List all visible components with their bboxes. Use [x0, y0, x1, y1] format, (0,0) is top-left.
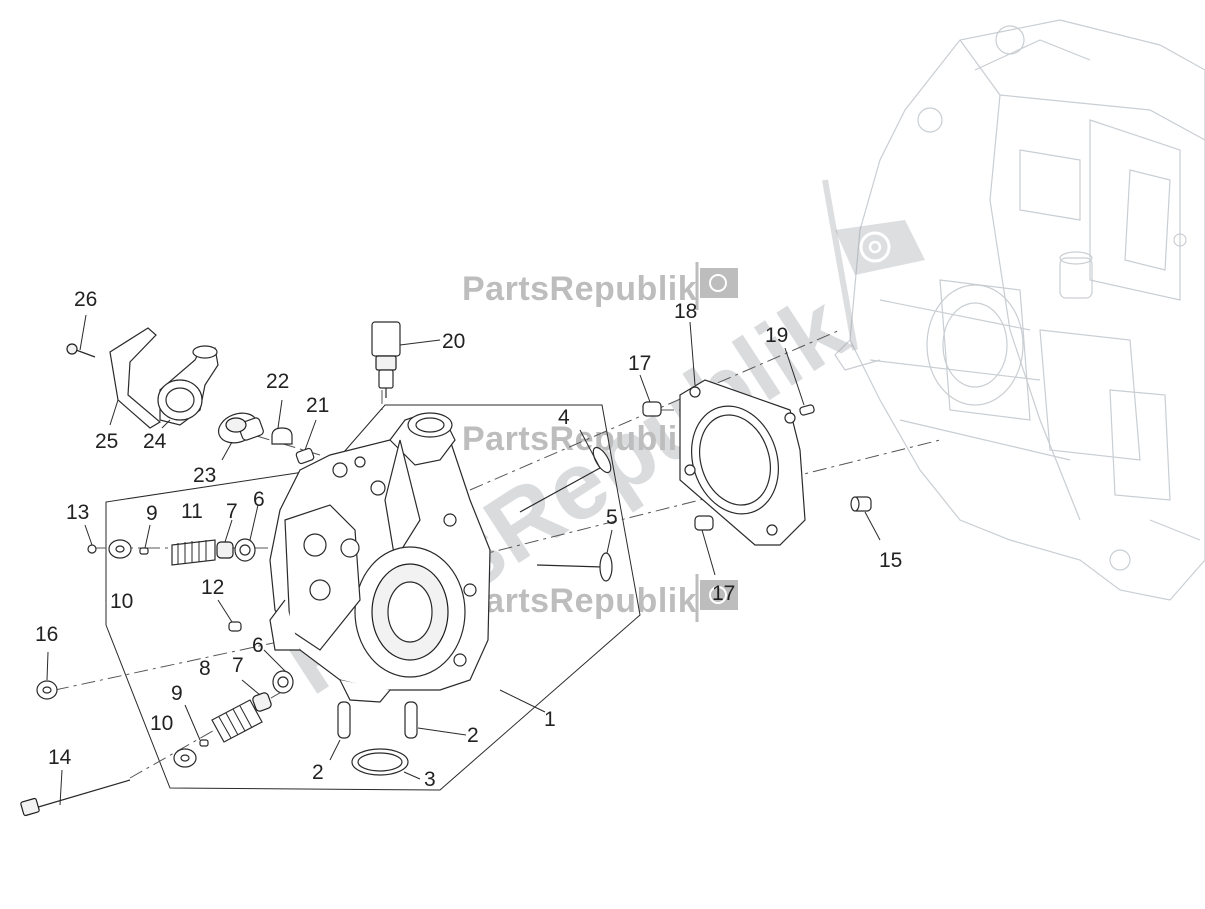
- thermostat-cover: [157, 345, 219, 426]
- engine-block-outline: [834, 19, 1205, 601]
- callout-12: 12: [201, 576, 224, 599]
- gear-flag-icon: [695, 262, 738, 310]
- callout-3: 3: [424, 768, 436, 791]
- callout-8: 8: [199, 657, 211, 680]
- cylinder-head: [269, 412, 491, 703]
- stud-bolt: [20, 779, 131, 817]
- thermostat: [218, 412, 264, 444]
- flange-nut: [36, 680, 58, 700]
- spring-retainer-upper: [108, 539, 132, 559]
- watermark-label-bottom: PartsRepublik: [462, 574, 738, 622]
- watermark-text: PartsRepublik: [462, 420, 697, 458]
- callout-23: 23: [193, 464, 216, 487]
- leader-lines: [46, 314, 881, 806]
- callout-13: 13: [66, 501, 89, 524]
- watermark-label-top: PartsRepublik: [462, 262, 738, 310]
- small-plug: [87, 544, 97, 554]
- intake-valve: [536, 552, 613, 582]
- dowel-bushing-upper: [642, 401, 662, 417]
- callout-25: 25: [95, 430, 118, 453]
- dowel-pin-right: [404, 701, 418, 739]
- callout-7-upper: 7: [226, 500, 238, 523]
- callout-19: 19: [765, 324, 788, 347]
- gear-flag-icon: [695, 574, 738, 622]
- callout-26: 26: [74, 288, 97, 311]
- o-ring: [351, 748, 409, 776]
- dowel-bushing-lower: [694, 515, 714, 531]
- valve-cotter-lower: [199, 739, 209, 747]
- locating-pin: [228, 621, 242, 632]
- bleed-screw: [295, 447, 315, 465]
- callout-10-lower: 10: [150, 712, 173, 735]
- callout-21: 21: [306, 394, 329, 417]
- screw: [66, 343, 96, 358]
- callout-16: 16: [35, 623, 58, 646]
- callout-2-right: 2: [467, 724, 479, 747]
- spring-seat-upper: [234, 538, 256, 562]
- callout-6-upper: 6: [253, 488, 265, 511]
- mounting-bracket: [109, 327, 162, 429]
- valve-seal-upper: [216, 541, 234, 559]
- dowel-sleeve-right: [850, 496, 872, 512]
- callout-20: 20: [442, 330, 465, 353]
- valve-spring-upper: [171, 539, 216, 566]
- callout-15: 15: [879, 549, 902, 572]
- callout-7-lower: 7: [232, 654, 244, 677]
- callout-9-upper: 9: [146, 502, 158, 525]
- callout-4: 4: [558, 406, 570, 429]
- callout-5: 5: [606, 506, 618, 529]
- watermark-text: PartsRepublik: [462, 582, 697, 620]
- callout-labels: 1 2 2 3 4 5 6 6 7 7 8 9 9 10 10 11 12 13…: [35, 288, 902, 791]
- callout-17-upper: 17: [628, 352, 651, 375]
- callout-24: 24: [143, 430, 167, 453]
- cylinder-head-group-outline: [105, 404, 641, 791]
- cylinder-head-gasket: [679, 379, 806, 546]
- callout-22: 22: [266, 370, 289, 393]
- callout-1: 1: [544, 708, 556, 731]
- callout-2-left: 2: [312, 761, 324, 784]
- temperature-sensor: [371, 321, 401, 398]
- callout-14: 14: [48, 746, 72, 769]
- rubber-cap: [271, 427, 293, 445]
- callout-6-lower: 6: [252, 634, 264, 657]
- callout-10-upper: 10: [110, 590, 133, 613]
- callout-17-lower: 17: [712, 582, 735, 605]
- valve-cotter-upper: [139, 547, 149, 555]
- spring-retainer-lower: [173, 748, 197, 768]
- callout-18: 18: [674, 300, 697, 323]
- small-dowel-pin: [799, 404, 815, 416]
- callout-11: 11: [181, 500, 203, 523]
- callout-9-lower: 9: [171, 682, 183, 705]
- watermark-text: PartsRepublik: [462, 270, 697, 308]
- spring-seat-lower: [272, 670, 294, 694]
- dowel-pin-left: [337, 701, 351, 739]
- gear-flag-icon: [822, 179, 925, 351]
- valve-spring-lower: [211, 699, 263, 743]
